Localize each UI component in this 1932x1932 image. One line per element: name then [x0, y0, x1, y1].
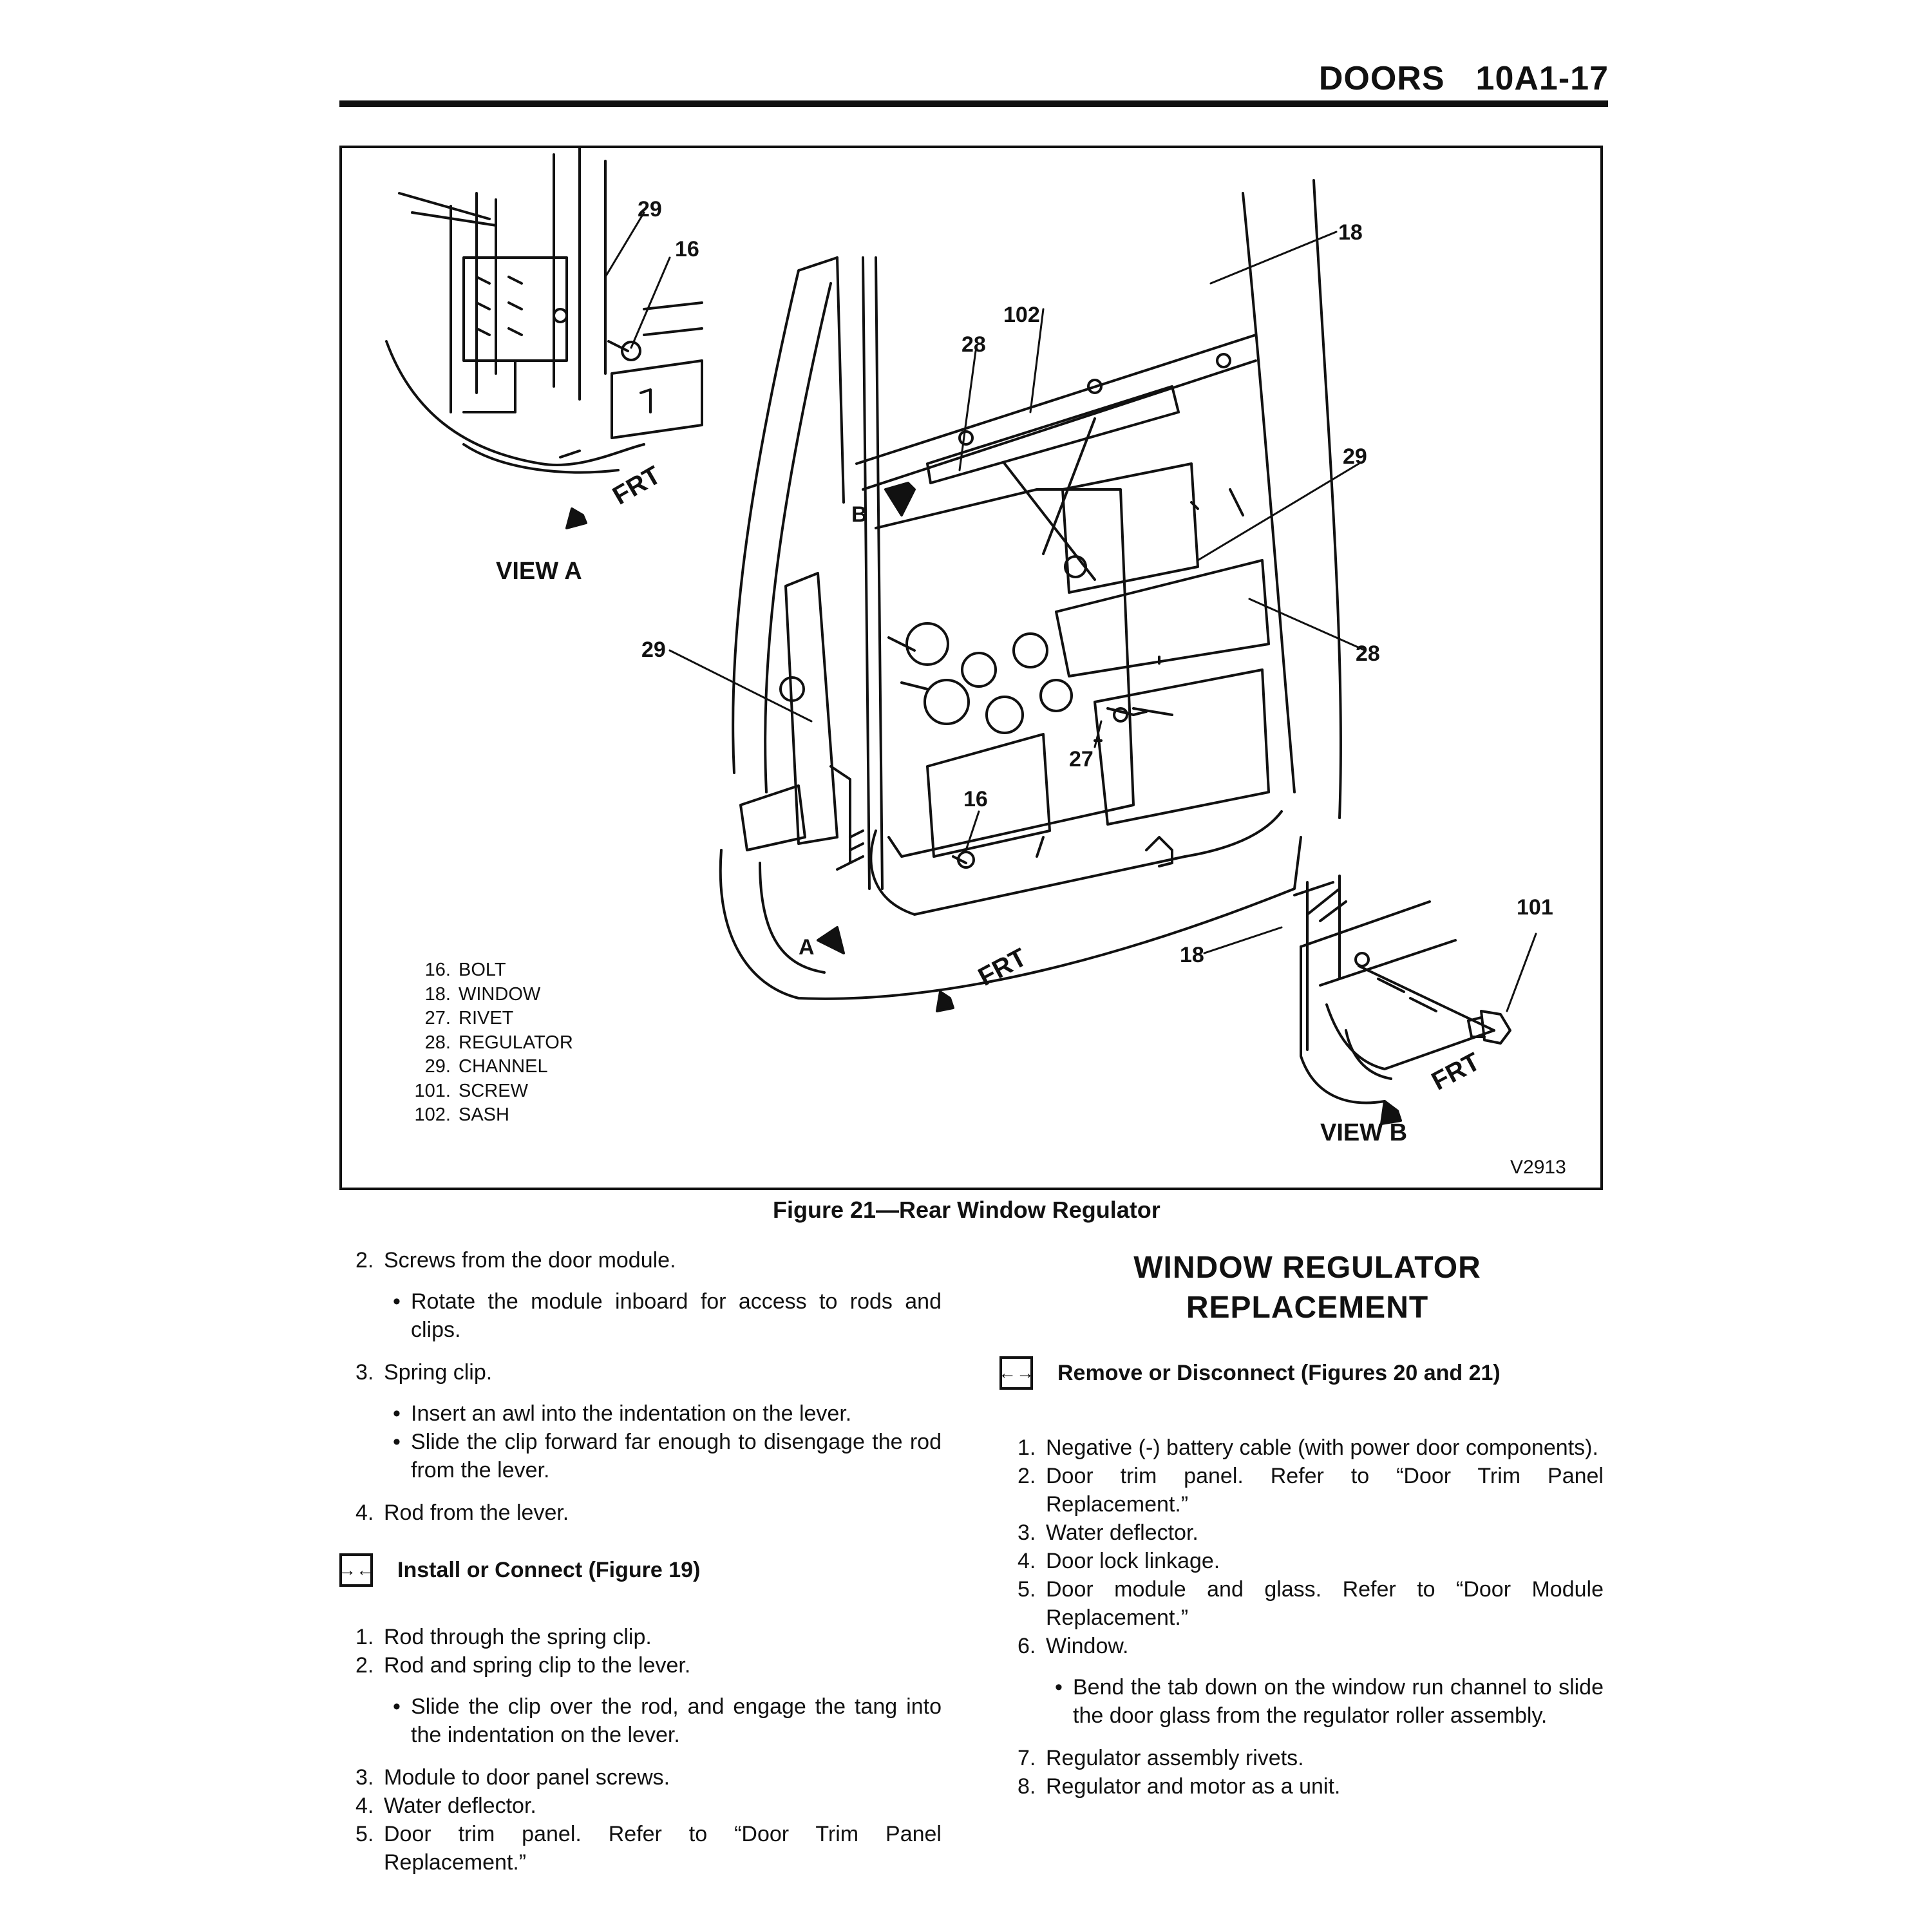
- figure-id: V2913: [1510, 1157, 1566, 1178]
- list-item: 3.Spring clip.: [355, 1360, 493, 1385]
- remove-procedure-label: Remove or Disconnect (Figures 20 and 21): [1057, 1360, 1501, 1385]
- left-column-list-a: 2.Screws from the door module. •Rotate t…: [355, 1246, 942, 1527]
- install-procedure-heading: →← Install or Connect (Figure 19): [338, 1553, 701, 1587]
- callout-18-view-b: 18: [1180, 943, 1204, 967]
- header-rule: [339, 100, 1608, 107]
- section-heading: WINDOW REGULATOR REPLACEMENT: [1056, 1248, 1558, 1328]
- callout-28-regulator-right: 28: [1356, 641, 1380, 666]
- door-drawing: [719, 179, 1342, 1000]
- legend-item: 29.CHANNEL: [424, 1056, 548, 1077]
- view-a-label: VIEW A: [496, 558, 582, 585]
- leader-lines: [604, 211, 1537, 1012]
- callout-29-channel-left: 29: [641, 638, 666, 662]
- view-b-arrow: [884, 482, 916, 516]
- bullet-item: •Slide the clip over the rod, and engage…: [393, 1694, 942, 1747]
- list-item: 4.Water deflector.: [355, 1794, 536, 1818]
- view-b-drawing: [1293, 875, 1511, 1104]
- page-header: DOORS 10A1-17: [1319, 59, 1609, 98]
- legend-item: 16.BOLT: [424, 960, 506, 980]
- bullet-item: •Slide the clip forward far enough to di…: [393, 1430, 942, 1482]
- frt-arrow-door: [936, 990, 954, 1012]
- install-procedure-label: Install or Connect (Figure 19): [397, 1557, 701, 1582]
- list-item: 6.Window.: [1018, 1634, 1129, 1658]
- remove-procedure-heading: ←→ Remove or Disconnect (Figures 20 and …: [998, 1356, 1501, 1390]
- list-item: 5.Door module and glass. Refer to “Door …: [1018, 1577, 1604, 1630]
- legend-item: 27.RIVET: [424, 1008, 514, 1028]
- callout-27-rivet: 27: [1069, 747, 1094, 772]
- list-item: 3.Module to door panel screws.: [355, 1765, 670, 1790]
- section-heading-line-2: REPLACEMENT: [1186, 1291, 1429, 1325]
- section-heading-line-1: WINDOW REGULATOR: [1133, 1251, 1481, 1285]
- legend-item: 102.SASH: [414, 1104, 509, 1125]
- frt-arrow-view-b: [1380, 1100, 1402, 1125]
- callout-16-bolt: 16: [963, 787, 988, 811]
- list-item: 1.Rod through the spring clip.: [355, 1625, 652, 1649]
- list-item: 4.Door lock linkage.: [1018, 1549, 1220, 1573]
- callout-101-screw: 101: [1517, 895, 1553, 920]
- figure-caption: Figure 21—Rear Window Regulator: [773, 1197, 1160, 1223]
- list-item: 8.Regulator and motor as a unit.: [1018, 1774, 1341, 1799]
- view-a-arrow: [817, 926, 845, 954]
- list-item: 7.Regulator assembly rivets.: [1018, 1746, 1304, 1770]
- list-item: 2.Screws from the door module.: [355, 1248, 676, 1273]
- bullet-item: •Bend the tab down on the window run cha…: [1055, 1675, 1604, 1728]
- rear-window-regulator-diagram: [385, 147, 1537, 1125]
- legend-item: 18.WINDOW: [424, 983, 541, 1005]
- remove-disconnect-icon: ←→: [998, 1356, 1034, 1390]
- view-a-pointer-label: A: [799, 935, 815, 960]
- list-item: 2.Rod and spring clip to the lever.: [355, 1653, 691, 1678]
- legend-item: 28.REGULATOR: [424, 1032, 573, 1053]
- bullet-item: •Rotate the module inboard for access to…: [393, 1289, 942, 1342]
- view-b-label: VIEW B: [1320, 1119, 1408, 1146]
- callout-29-channel-right: 29: [1343, 444, 1367, 469]
- left-column-list-b: 1.Rod through the spring clip. 2.Rod and…: [355, 1623, 942, 1877]
- callout-102-sash: 102: [1003, 303, 1040, 327]
- list-item: 5.Door trim panel. Refer to “Door Trim P…: [355, 1822, 942, 1875]
- install-connect-icon: →←: [338, 1553, 374, 1587]
- callout-28-regulator: 28: [961, 332, 986, 357]
- section-title: DOORS: [1318, 60, 1445, 97]
- callout-18-window: 18: [1338, 220, 1363, 245]
- list-item: 3.Water deflector.: [1018, 1520, 1198, 1545]
- frt-arrow-view-a: [565, 507, 587, 529]
- callout-16-view-a: 16: [675, 237, 699, 261]
- view-a-drawing: [385, 147, 703, 474]
- view-b-pointer-label: B: [851, 502, 867, 527]
- figure-legend: 16.BOLT 18.WINDOW 27.RIVET 28.REGULATOR …: [394, 958, 573, 1128]
- figure-frame: [339, 146, 1603, 1190]
- right-column-list: 1.Negative (-) battery cable (with power…: [1018, 1434, 1604, 1801]
- legend-item: 101.SCREW: [414, 1080, 528, 1101]
- list-item: 4.Rod from the lever.: [355, 1501, 569, 1525]
- list-item: 2.Door trim panel. Refer to “Door Trim P…: [1018, 1464, 1604, 1517]
- bullet-item: •Insert an awl into the indentation on t…: [393, 1401, 852, 1426]
- callout-29-view-a: 29: [638, 197, 662, 222]
- list-item: 1.Negative (-) battery cable (with power…: [1018, 1435, 1598, 1460]
- page-number: 10A1-17: [1475, 60, 1609, 97]
